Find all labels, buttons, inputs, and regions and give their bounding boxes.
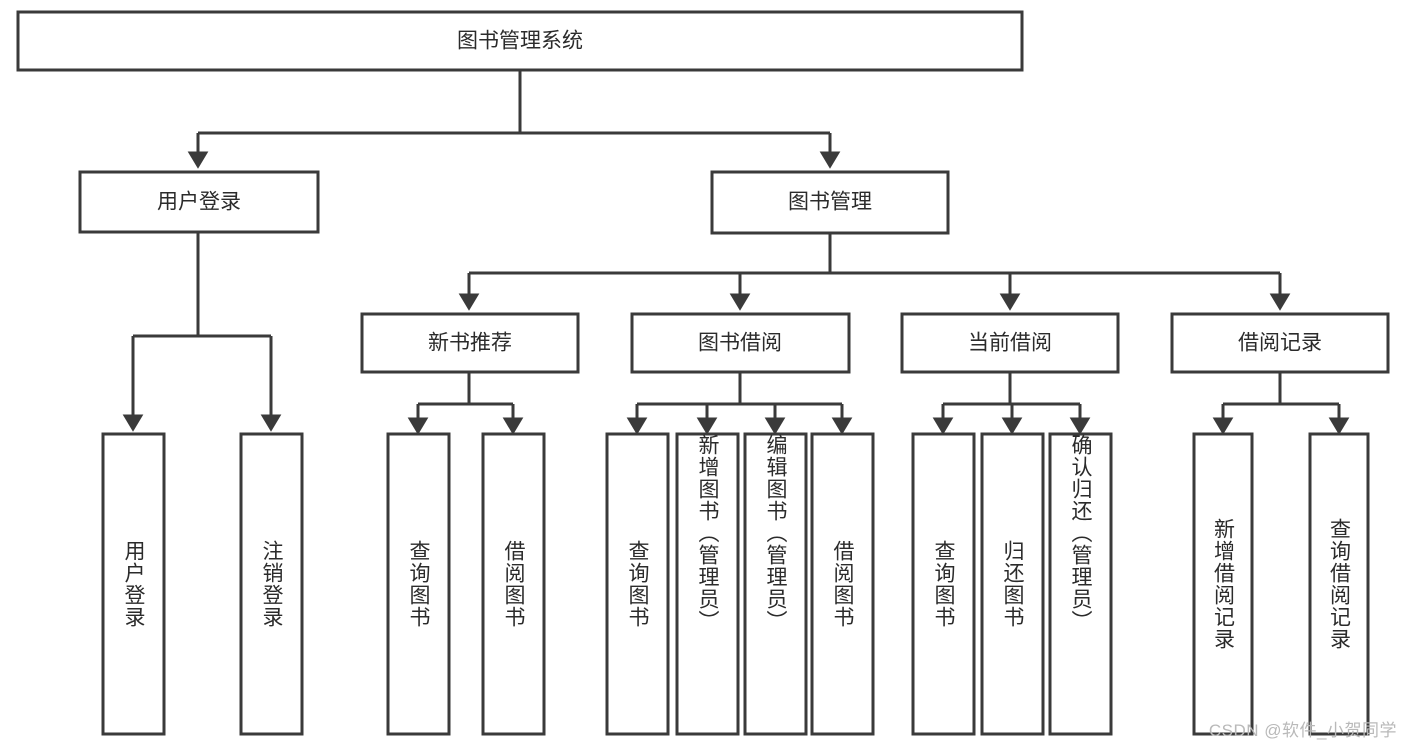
connector-root-to-level2	[187, 70, 841, 169]
node-new-book-recommend-label: 新书推荐	[428, 332, 512, 355]
connector-bookmgmt-to-level3	[458, 233, 1291, 311]
node-book-borrow[interactable]	[630, 312, 851, 374]
node-borrow-record-label: 借阅记录	[1238, 332, 1322, 355]
node-user-login-label: 用户登录	[157, 191, 241, 214]
connector-bookborrow-to-leaves	[626, 372, 853, 435]
leaf-borrow-record-1[interactable]	[1308, 432, 1370, 736]
leaf-book-borrow-1[interactable]	[675, 432, 740, 736]
node-root[interactable]	[16, 10, 1024, 72]
leaf-current-borrow-0[interactable]	[911, 432, 976, 736]
node-new-book-recommend[interactable]	[360, 312, 580, 374]
node-book-management-label: 图书管理	[788, 191, 872, 214]
node-borrow-record[interactable]	[1170, 312, 1390, 374]
node-user-login[interactable]	[78, 170, 320, 234]
leaf-book-borrow-3[interactable]	[810, 432, 875, 736]
leaf-user-login-0[interactable]	[101, 432, 166, 736]
leaf-borrow-record-0[interactable]	[1192, 432, 1254, 736]
leaf-new-book-1[interactable]	[481, 432, 546, 736]
node-root-label: 图书管理系统	[457, 30, 583, 53]
node-current-borrow[interactable]	[900, 312, 1120, 374]
connector-newbook-to-leaves	[407, 372, 524, 435]
node-book-borrow-label: 图书借阅	[698, 332, 782, 355]
connector-userlogin-to-leaves	[122, 232, 282, 432]
leaf-user-login-1[interactable]	[239, 432, 304, 736]
connector-borrowrecord-to-leaves	[1212, 372, 1350, 435]
leaf-current-borrow-2[interactable]	[1048, 432, 1113, 736]
leaf-current-borrow-1[interactable]	[980, 432, 1045, 736]
watermark-text: CSDN @软件_小贺同学	[1208, 721, 1397, 740]
leaf-new-book-0[interactable]	[386, 432, 451, 736]
leaf-book-borrow-0[interactable]	[605, 432, 670, 736]
leaf-book-borrow-2[interactable]	[743, 432, 808, 736]
node-current-borrow-label: 当前借阅	[968, 332, 1052, 355]
node-book-management[interactable]	[710, 170, 950, 235]
connector-currentborrow-to-leaves	[932, 372, 1091, 435]
